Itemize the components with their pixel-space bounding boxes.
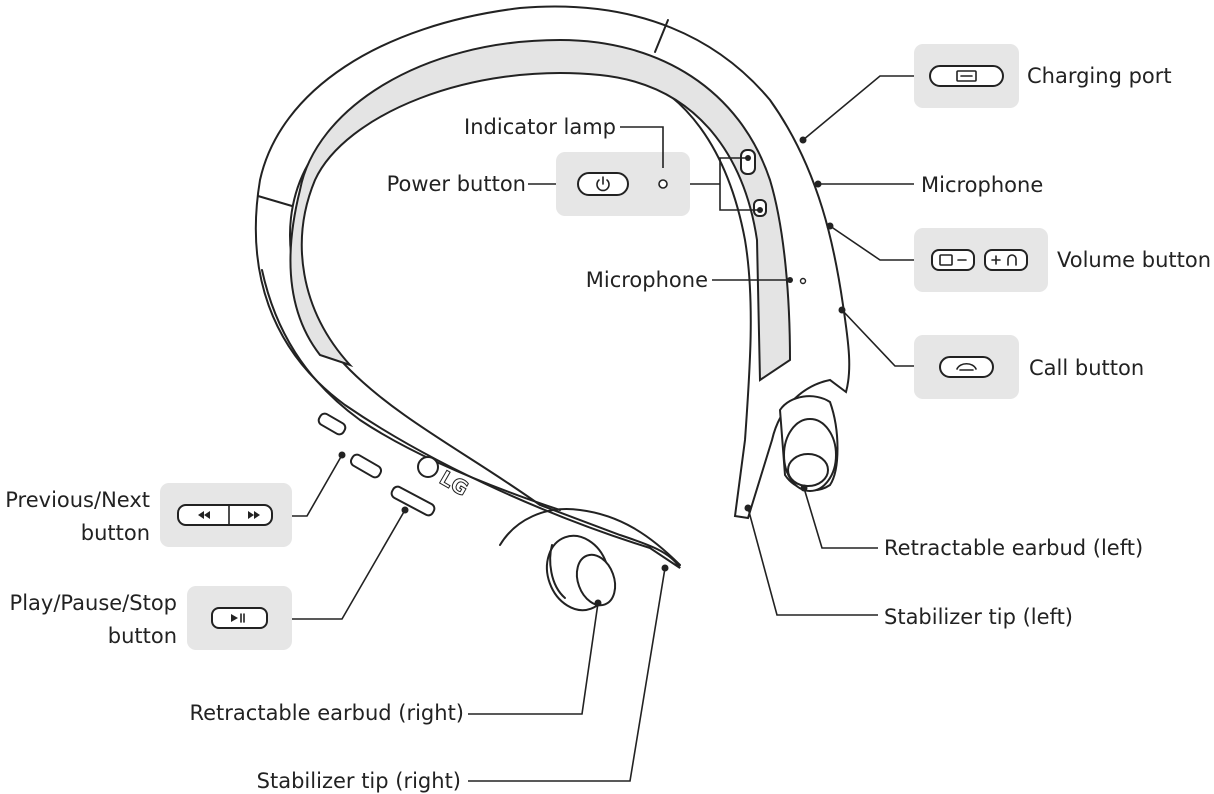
call-button[interactable]: [939, 356, 994, 378]
label-stabilizer-left: Stabilizer tip (left): [884, 605, 1073, 629]
volume-down-button[interactable]: [931, 249, 975, 271]
call-icon: [956, 362, 977, 371]
label-earbud-right: Retractable earbud (right): [189, 701, 464, 725]
prev-next-button[interactable]: [177, 504, 273, 526]
label-prev-next-line1: Previous/Next: [5, 488, 150, 512]
label-play-pause-line1: Play/Pause/Stop: [10, 591, 177, 615]
volume-callout: [914, 228, 1048, 292]
volume-down-icon: [939, 254, 967, 266]
play-pause-callout: [187, 586, 292, 650]
play-pause-icon: [231, 613, 245, 623]
usb-charge-icon: [956, 70, 977, 82]
label-stabilizer-right: Stabilizer tip (right): [257, 769, 461, 793]
label-play-pause-line2: button: [108, 624, 177, 648]
left-earbud-illustration: [778, 395, 839, 492]
volume-up-icon: [991, 254, 1017, 266]
labels: Indicator lamp Power button Microphone C…: [5, 64, 1211, 793]
rewind-icon: [198, 511, 210, 519]
label-volume-button: Volume button: [1057, 248, 1211, 272]
neckband-illustration: LG: [254, 5, 851, 612]
label-earbud-left: Retractable earbud (left): [884, 536, 1143, 560]
label-microphone-right: Microphone: [921, 173, 1043, 197]
label-charging-port: Charging port: [1027, 64, 1172, 88]
prev-next-callout: [160, 483, 292, 547]
label-microphone-center: Microphone: [586, 268, 708, 292]
call-callout: [914, 335, 1019, 399]
label-power-button: Power button: [387, 172, 526, 196]
leader-lines: [292, 75, 914, 782]
power-callout: [556, 152, 690, 216]
right-earbud-illustration: [545, 534, 617, 612]
indicator-lamp: [658, 179, 668, 189]
power-icon: [596, 176, 610, 192]
fast-forward-icon: [248, 511, 260, 519]
label-call-button: Call button: [1029, 356, 1144, 380]
label-indicator-lamp: Indicator lamp: [464, 115, 616, 139]
label-prev-next-line2: button: [81, 521, 150, 545]
play-pause-stop-button[interactable]: [211, 607, 268, 629]
charging-port-callout: [914, 44, 1019, 108]
